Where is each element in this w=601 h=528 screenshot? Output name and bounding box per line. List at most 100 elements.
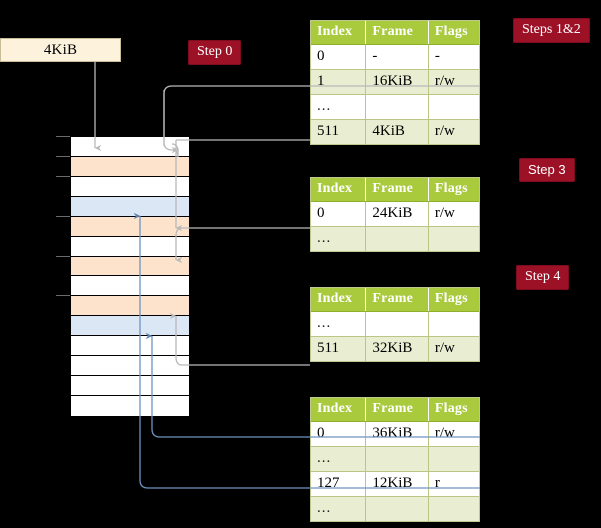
frame-tick-mark xyxy=(56,175,70,177)
cell-flags: r/w xyxy=(428,421,479,447)
cell-flags xyxy=(428,446,479,472)
column-header-flags: Flags xyxy=(428,398,479,422)
table-row: ... xyxy=(311,226,479,251)
cell-flags: - xyxy=(428,44,479,70)
cell-index: 0 xyxy=(311,44,367,70)
cell-frame: 32KiB xyxy=(365,336,429,361)
memory-frame-free xyxy=(71,176,189,197)
cell-flags: r xyxy=(428,471,479,497)
memory-frame-free xyxy=(71,276,189,297)
frame-tick-mark xyxy=(56,155,70,157)
cell-flags xyxy=(428,496,479,521)
cell-frame: 36KiB xyxy=(365,421,429,447)
cell-flags: r/w xyxy=(428,201,479,227)
virtual-page-box: 4KiB xyxy=(0,38,121,62)
badge-steps-1-2: Steps 1&2 xyxy=(513,18,590,43)
cell-flags xyxy=(428,311,479,337)
badge-steps-1-2-label: Steps 1&2 xyxy=(522,22,581,37)
column-header-flags: Flags xyxy=(428,288,479,312)
memory-frame-free xyxy=(71,396,189,416)
cell-index: 0 xyxy=(311,421,367,447)
memory-frame-used xyxy=(71,256,189,277)
cell-index: ... xyxy=(311,94,367,120)
badge-step-3: Step 3 xyxy=(519,158,575,182)
column-header-flags: Flags xyxy=(428,21,479,45)
column-header-index: Index xyxy=(311,178,367,202)
cell-flags xyxy=(428,94,479,120)
cell-flags: r/w xyxy=(428,69,479,95)
cell-flags: r/w xyxy=(428,119,479,144)
cell-index: ... xyxy=(311,496,367,521)
memory-frame-free xyxy=(71,356,189,377)
memory-frame-used xyxy=(71,296,189,317)
table-row: ... xyxy=(311,311,479,337)
memory-frame-used xyxy=(71,216,189,237)
column-header-frame: Frame xyxy=(365,178,429,202)
cell-frame xyxy=(365,94,429,120)
column-header-index: Index xyxy=(311,398,367,422)
cell-flags: r/w xyxy=(428,336,479,361)
cell-index: ... xyxy=(311,226,367,251)
column-header-flags: Flags xyxy=(428,178,479,202)
cell-frame xyxy=(365,226,429,251)
table-row: ... xyxy=(311,446,479,472)
memory-frame-free xyxy=(71,236,189,257)
badge-step-4-label: Step 4 xyxy=(525,269,561,284)
badge-step-3-label: Step 3 xyxy=(528,162,566,177)
cell-flags xyxy=(428,226,479,251)
frame-tick-mark xyxy=(56,136,70,137)
cell-frame: 16KiB xyxy=(365,69,429,95)
cell-frame: - xyxy=(365,44,429,70)
memory-frame-free xyxy=(71,137,189,157)
table-row: ... xyxy=(311,94,479,120)
badge-step-0-label: Step 0 xyxy=(197,44,233,59)
column-header-frame: Frame xyxy=(365,398,429,422)
cell-frame xyxy=(365,311,429,337)
table-row: 0-- xyxy=(311,44,479,70)
column-header-frame: Frame xyxy=(365,288,429,312)
cell-frame xyxy=(365,446,429,472)
cell-index: ... xyxy=(311,446,367,472)
memory-frame-free xyxy=(71,336,189,357)
memory-frame-free xyxy=(71,376,189,397)
virtual-page-label: 4KiB xyxy=(43,41,78,58)
badge-step-0: Step 0 xyxy=(188,40,242,65)
column-header-index: Index xyxy=(311,288,367,312)
memory-frame-tbl xyxy=(71,196,189,217)
cell-index: 127 xyxy=(311,471,367,497)
cell-frame: 12KiB xyxy=(365,471,429,497)
cell-frame: 4KiB xyxy=(365,119,429,144)
memory-frame-tbl xyxy=(71,316,189,337)
cell-frame: 24KiB xyxy=(365,201,429,227)
physical-memory-column xyxy=(70,136,190,416)
memory-frame-used xyxy=(71,156,189,177)
cell-index: 511 xyxy=(311,336,367,361)
cell-frame xyxy=(365,496,429,521)
frame-tick-mark xyxy=(56,215,70,217)
badge-step-4: Step 4 xyxy=(516,265,570,290)
column-header-frame: Frame xyxy=(365,21,429,45)
cell-index: 1 xyxy=(311,69,367,95)
cell-index: ... xyxy=(311,311,367,337)
cell-index: 0 xyxy=(311,201,367,227)
